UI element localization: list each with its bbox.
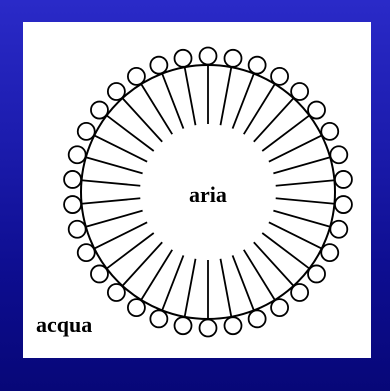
outer-label-acqua: acqua: [36, 314, 92, 336]
molecule-head: [291, 83, 308, 100]
molecule-head: [224, 50, 241, 67]
molecule-tail: [122, 242, 162, 286]
molecule-tail: [82, 198, 141, 203]
molecule-head: [150, 57, 167, 74]
molecule-head: [291, 284, 308, 301]
molecule-head: [78, 244, 95, 261]
molecule-tail: [86, 211, 143, 227]
molecule-tail: [141, 84, 172, 134]
molecule-tail: [244, 84, 275, 134]
molecule-head: [108, 284, 125, 301]
molecule-tail: [162, 74, 183, 129]
molecule-tail: [254, 98, 294, 142]
molecule-head: [69, 146, 86, 163]
molecule-tail: [82, 180, 141, 185]
molecule-tail: [273, 157, 330, 173]
molecule-tail: [185, 259, 196, 317]
molecule-head: [330, 146, 347, 163]
molecule-tail: [86, 157, 143, 173]
molecule-head: [249, 310, 266, 327]
molecule-tail: [273, 211, 330, 227]
molecule-head: [200, 48, 217, 65]
molecule-head: [64, 171, 81, 188]
molecule-head: [335, 171, 352, 188]
molecule-tail: [122, 98, 162, 142]
molecule-head: [330, 221, 347, 238]
molecule-head: [175, 50, 192, 67]
molecule-tail: [276, 180, 335, 185]
molecule-head: [308, 265, 325, 282]
molecule-head: [128, 68, 145, 85]
inner-label-aria: aria: [173, 184, 243, 206]
molecule-head: [249, 57, 266, 74]
molecule-head: [91, 102, 108, 119]
molecule-head: [200, 320, 217, 337]
molecule-tail: [220, 259, 231, 317]
molecule-head: [321, 123, 338, 140]
molecule-head: [321, 244, 338, 261]
molecule-head: [150, 310, 167, 327]
molecule-tail: [162, 255, 183, 310]
molecule-head: [69, 221, 86, 238]
molecule-tail: [254, 242, 294, 286]
molecule-head: [175, 317, 192, 334]
molecule-head: [271, 299, 288, 316]
molecule-head: [224, 317, 241, 334]
molecule-head: [128, 299, 145, 316]
molecule-head: [91, 265, 108, 282]
diagram-panel: aria acqua: [23, 22, 371, 358]
molecule-head: [308, 102, 325, 119]
molecule-tail: [244, 250, 275, 300]
molecule-head: [108, 83, 125, 100]
molecule-head: [335, 196, 352, 213]
molecule-tail: [276, 198, 335, 203]
molecule-head: [78, 123, 95, 140]
molecule-head: [271, 68, 288, 85]
molecule-tail: [233, 74, 254, 129]
molecule-head: [64, 196, 81, 213]
molecule-tail: [220, 67, 231, 125]
molecule-tail: [233, 255, 254, 310]
molecule-tail: [141, 250, 172, 300]
molecule-tail: [185, 67, 196, 125]
